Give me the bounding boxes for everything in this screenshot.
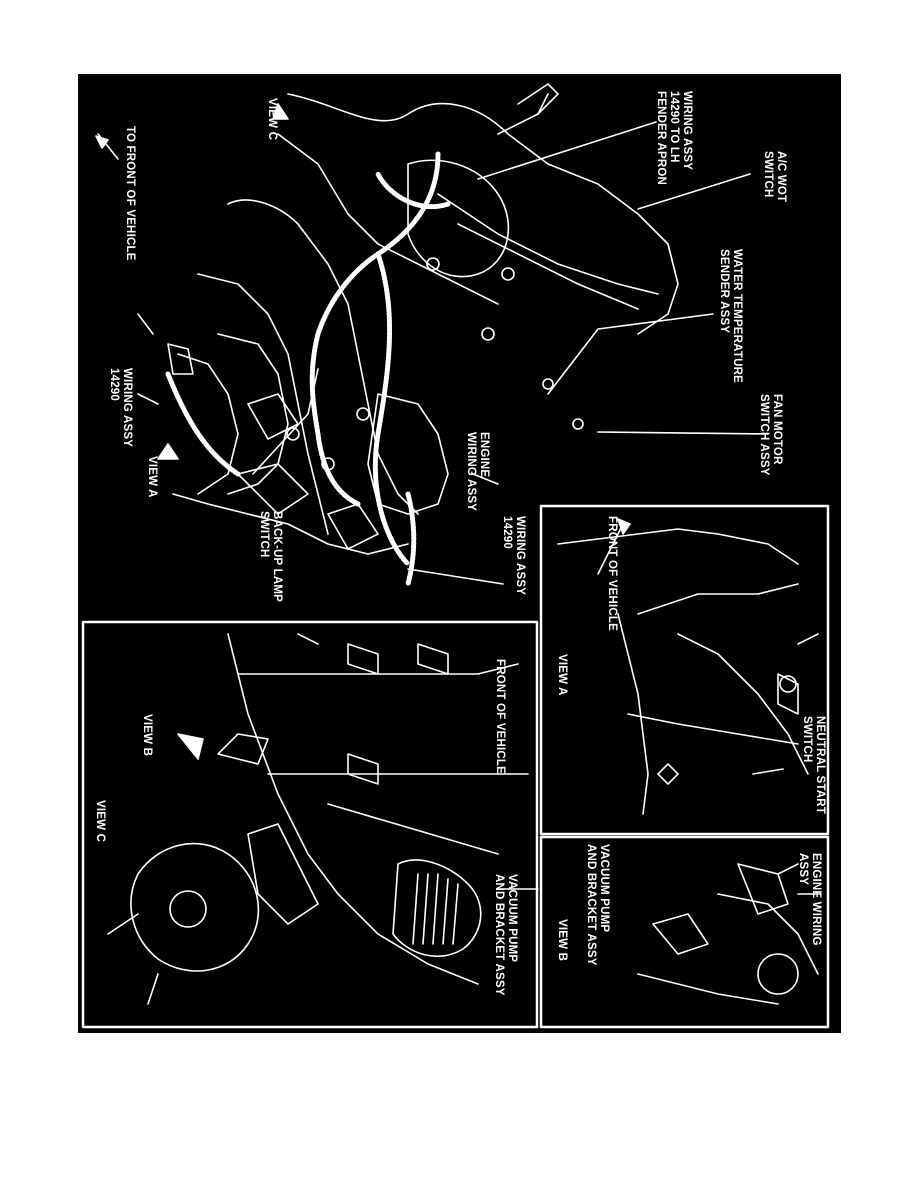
engine-main-drawing (167, 83, 679, 555)
label-view-b-inset: VIEW B (141, 714, 153, 757)
label-wiring-assy-14290-left: WIRING ASSY 14290 (108, 368, 133, 448)
direction-arrows (95, 103, 631, 575)
label-water-temperature-sender: WATER TEMPERATURE SENDER ASSY (718, 249, 743, 383)
view-a-inset-border (539, 504, 830, 836)
label-ac-wot-switch: A/C WOT SWITCH (762, 151, 787, 203)
view-a-drawing (557, 528, 819, 815)
label-view-c-title: VIEW C (94, 800, 106, 843)
label-wiring-assy-14290-right: WIRING ASSY 14290 (501, 516, 526, 596)
view-c-inset-border (81, 620, 539, 1029)
leader-lines (137, 121, 769, 585)
label-wiring-assy-fender: WIRING ASSY 14290 TO LH FENDER APRON (655, 91, 693, 185)
label-neutral-start-switch: NEUTRAL START SWITCH (801, 716, 826, 815)
diagram-artwork (81, 83, 830, 1029)
label-front-of-vehicle-c: FRONT OF VEHICLE (494, 659, 506, 775)
label-view-a-main: VIEW A (146, 456, 158, 498)
label-backup-lamp-switch: BACK-UP LAMP SWITCH (258, 511, 283, 602)
view-b-drawing (637, 863, 821, 1005)
view-b-inset-border (539, 835, 830, 1029)
label-fan-motor-switch: FAN MOTOR SWITCH ASSY (758, 394, 783, 476)
label-view-b-title: VIEW B (556, 919, 568, 962)
label-vacuum-pump-b: VACUUM PUMP AND BRACKET ASSY (585, 844, 610, 966)
label-to-front-of-vehicle: TO FRONT OF VEHICLE (124, 126, 136, 261)
label-engine-wiring-b: ENGINE WIRING ASSY (797, 853, 822, 946)
label-front-of-vehicle-a: FRONT OF VEHICLE (606, 516, 618, 632)
label-view-a-title: VIEW A (556, 654, 568, 696)
label-view-c-main: VIEW C (266, 98, 278, 141)
wiring-diagram-panel: A/C WOT SWITCH WIRING ASSY 14290 TO LH F… (78, 74, 841, 1033)
label-engine-wiring-assy: ENGINE WIRING ASSY (465, 432, 490, 512)
wiring-harness (165, 151, 451, 587)
view-c-drawing (107, 633, 539, 1005)
label-vacuum-pump-c: VACUUM PUMP AND BRACKET ASSY (493, 874, 518, 996)
